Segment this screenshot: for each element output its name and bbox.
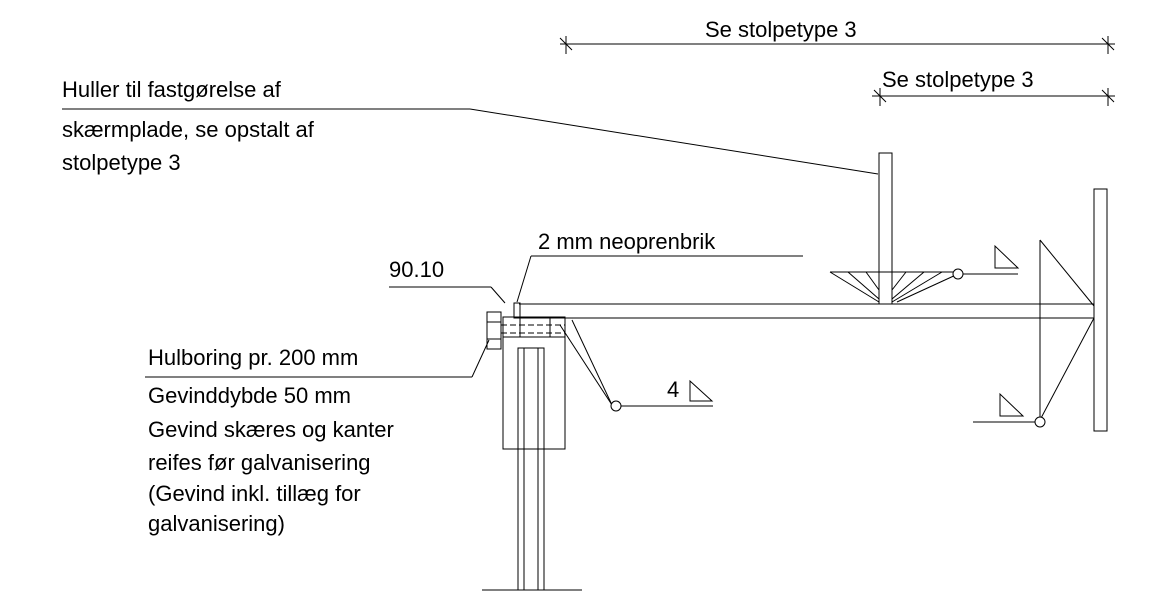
weld-screen-plate (829, 244, 1020, 303)
screen-plate-vertical (878, 152, 893, 305)
bore-note-line-4: reifes før galvanisering (148, 450, 371, 475)
bore-note-line-5: (Gevind inkl. tillæg for (148, 481, 361, 506)
horizontal-beam (519, 303, 1094, 319)
holes-note-line-1: Huller til fastgørelse af (62, 77, 281, 102)
holes-note-line-3: stolpetype 3 (62, 150, 181, 175)
weld-size-label: 4 (667, 377, 680, 402)
end-plate-right (1093, 188, 1108, 432)
bore-note-line-6: galvanisering) (148, 511, 285, 536)
column-assembly (482, 302, 582, 591)
weld-column (559, 319, 714, 412)
dimension-line-top (559, 36, 1115, 54)
bore-note-line-2: Gevinddybde 50 mm (148, 383, 351, 408)
dimension-line-second (872, 88, 1115, 106)
holes-note-line-2: skærmplade, se opstalt af (62, 117, 314, 142)
weld-end-plate (973, 239, 1095, 428)
neoprene-label: 2 mm neoprenbrik (538, 229, 716, 254)
dimension-label-top: Se stolpetype 3 (705, 17, 857, 42)
bolt-ref-label: 90.10 (389, 257, 445, 282)
dimension-label-second: Se stolpetype 3 (882, 67, 1034, 92)
bore-note-line-1: Hulboring pr. 200 mm (148, 345, 359, 370)
bore-leader (145, 339, 490, 378)
holes-note-leader (62, 108, 879, 175)
neoprene-leader (516, 255, 803, 303)
bore-note-line-3: Gevind skæres og kanter (148, 417, 394, 442)
bolt-ref-leader (389, 286, 506, 304)
